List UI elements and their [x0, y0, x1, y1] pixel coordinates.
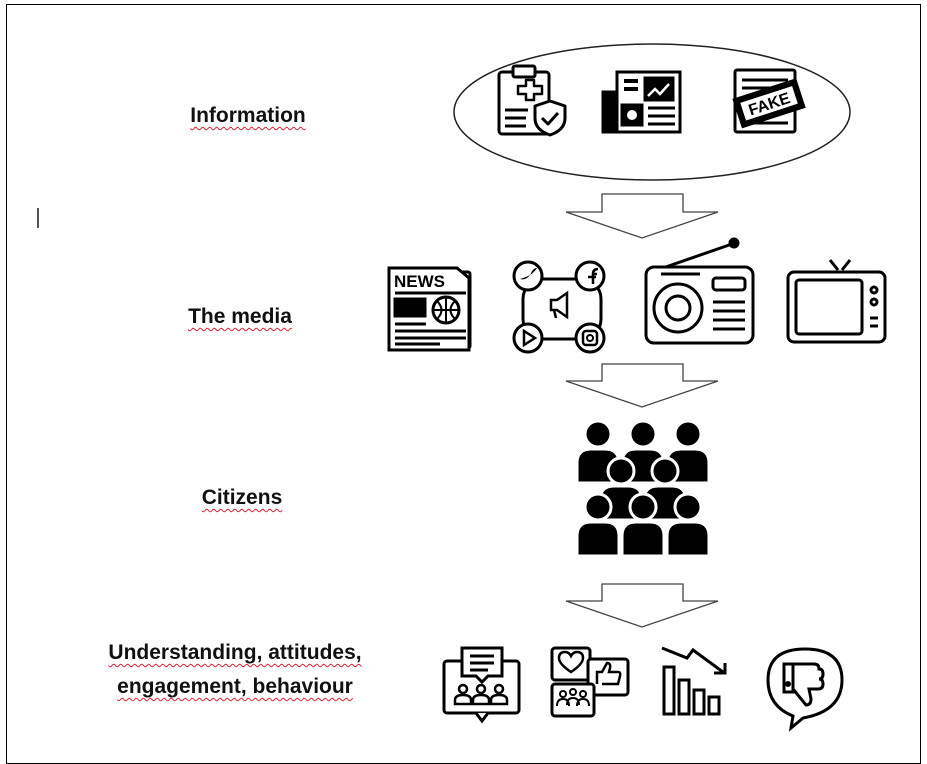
information-ellipse: [453, 43, 851, 181]
flow-arrow-3: [565, 583, 719, 628]
newspaper-icon: NEWS: [387, 266, 472, 352]
news-report-icon: [601, 70, 682, 134]
declining-chart-icon: [661, 646, 727, 716]
television-icon: [786, 259, 887, 344]
discussion-group-icon: [442, 646, 521, 724]
thumbs-down-icon: [766, 647, 844, 732]
social-media-icon: [512, 260, 606, 354]
text-cursor: [37, 208, 39, 228]
label-citizens: Citizens: [201, 486, 283, 509]
flow-arrow-1: [565, 193, 719, 239]
radio-icon: [644, 237, 755, 345]
fake-news-icon: FAKE: [732, 68, 806, 134]
newspaper-masthead: NEWS: [394, 272, 445, 291]
label-media: The media: [188, 305, 292, 328]
social-reactions-icon: [550, 646, 630, 718]
medical-clipboard-icon: [497, 64, 567, 137]
crowd-icon: [575, 419, 711, 558]
label-outcomes: Understanding, attitudes, engagement, be…: [108, 641, 362, 698]
flow-arrow-2: [565, 363, 719, 408]
label-information: Information: [190, 104, 306, 127]
